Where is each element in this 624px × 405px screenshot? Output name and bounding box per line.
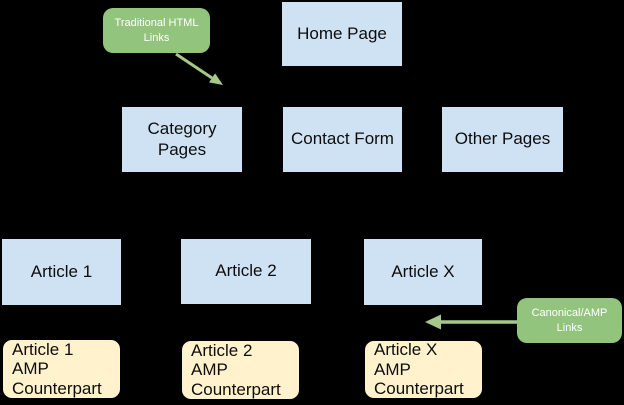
annotation-traditional-html-links: Traditional HTML Links [103,8,210,53]
node-category-pages: Category Pages [122,107,242,172]
arrow-traditional-html-links-icon [175,52,223,85]
node-article-x: Article X [364,239,482,305]
annotation-canonical-amp-links: Canonical/AMP Links [517,298,622,343]
node-other-pages: Other Pages [442,107,563,172]
arrow-canonical-amp-links-icon [425,314,517,330]
node-article-2-amp-counterpart: Article 2 AMP Counterpart [181,340,300,400]
node-article-1: Article 1 [2,239,121,305]
node-article-2: Article 2 [181,239,311,304]
node-home-page: Home Page [282,2,402,66]
node-contact-form: Contact Form [283,107,402,172]
node-article-1-amp-counterpart: Article 1 AMP Counterpart [2,339,121,399]
node-article-x-amp-counterpart: Article X AMP Counterpart [364,340,483,399]
